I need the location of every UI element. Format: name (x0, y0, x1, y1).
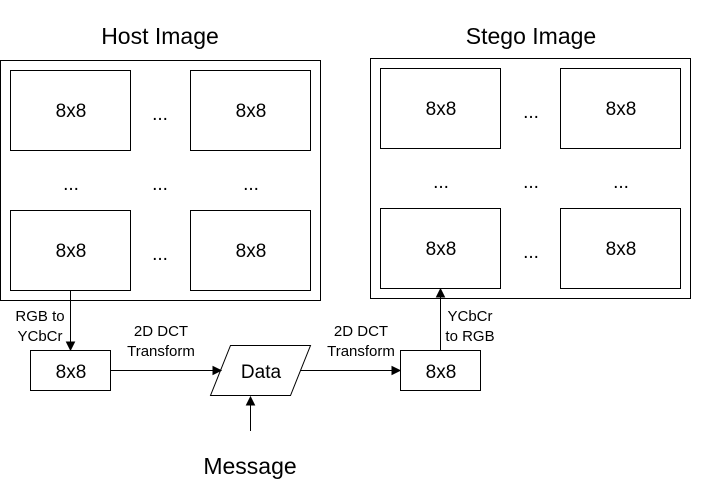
data-parallelogram (209, 345, 312, 396)
host-block-bottom-left-label: 8x8 (56, 241, 87, 262)
edge-label-dct-second-line1: 2D DCT (334, 323, 388, 340)
stego-block-bottom-right-label: 8x8 (606, 239, 637, 260)
host-ellipsis-mid-center: ... (152, 174, 168, 195)
stego-ellipsis-mid-left: ... (433, 172, 449, 193)
edge-label-ycbcr-to-rgb-line1: YCbCr (447, 308, 492, 325)
stego-block-embedded-label: 8x8 (426, 362, 457, 383)
data-label: Data (241, 362, 282, 383)
host-ellipsis-mid-left: ... (63, 174, 79, 195)
host-ellipsis-mid-right: ... (243, 174, 259, 195)
host-block-top-right (190, 70, 311, 151)
arrowhead-ycbcr-to-rgb (435, 287, 446, 298)
host-block-bottom-left (10, 210, 131, 291)
arrowhead-rgb-to-ycbcr (65, 341, 76, 352)
stego-block-bottom-left-label: 8x8 (426, 239, 457, 260)
stego-block-top-right (560, 68, 681, 149)
host-block-top-right-label: 8x8 (236, 101, 267, 122)
stego-ellipsis-top: ... (523, 102, 539, 123)
arrowhead-dct-second (391, 365, 402, 376)
arrowhead-dct-forward (212, 365, 223, 376)
edge-label-dct-forward-line2: Transform (127, 343, 195, 360)
edge-label-rgb-to-ycbcr-line1: RGB to (15, 308, 64, 325)
edge-label-ycbcr-to-rgb-line2: to RGB (445, 328, 494, 345)
stego-ellipsis-mid-center: ... (523, 172, 539, 193)
host-block-bottom-right (190, 210, 311, 291)
host-block-extracted-label: 8x8 (56, 362, 87, 383)
stego-block-top-left (380, 68, 501, 149)
host-block-top-left (10, 70, 131, 151)
edge-label-dct-second-line2: Transform (327, 343, 395, 360)
stego-block-top-right-label: 8x8 (606, 99, 637, 120)
host-ellipsis-top: ... (152, 104, 168, 125)
stego-block-bottom-right (560, 208, 681, 289)
host-block-top-left-label: 8x8 (56, 101, 87, 122)
host-block-bottom-right-label: 8x8 (236, 241, 267, 262)
arrowhead-message-to-data (245, 395, 256, 406)
stego-ellipsis-bottom: ... (523, 242, 539, 263)
stego-block-top-left-label: 8x8 (426, 99, 457, 120)
edge-label-dct-forward-line1: 2D DCT (134, 323, 188, 340)
host-ellipsis-bottom: ... (152, 244, 168, 265)
host-block-extracted (30, 350, 111, 391)
message-label: Message (203, 453, 296, 479)
host-image-title: Host Image (101, 23, 219, 49)
edge-label-rgb-to-ycbcr-line2: YCbCr (17, 328, 62, 345)
stego-ellipsis-mid-right: ... (613, 172, 629, 193)
stego-image-title: Stego Image (466, 23, 596, 49)
stego-block-embedded (400, 350, 481, 391)
